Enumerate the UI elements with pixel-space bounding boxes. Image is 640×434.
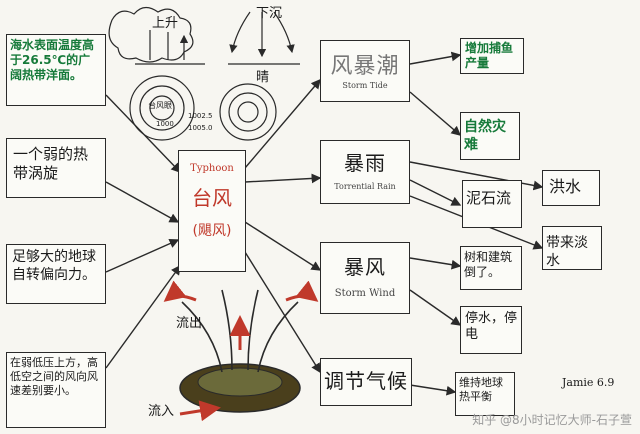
isobar-1000-label: 1000: [156, 120, 174, 128]
outflow-label: 流出: [176, 316, 203, 331]
signature: Jamie 6.9: [562, 376, 615, 389]
isobar-1002-label: 1002.5: [188, 112, 213, 120]
result-fish-catch: 增加捕鱼产量: [460, 38, 524, 74]
result-flood: 洪水: [542, 170, 600, 206]
torrential-rain-cn: 暴雨: [344, 151, 386, 175]
effect-storm-tide: 风暴潮 Storm Tide: [320, 40, 410, 102]
typhoon-center-box: Typhoon 台风 (飓风): [178, 150, 246, 272]
typhoon-eye-label: 台风眼: [148, 101, 172, 110]
effect-regulate-climate: 调节气候: [320, 358, 412, 406]
result-trees-buildings-fall: 树和建筑倒了。: [460, 246, 522, 290]
typhoon-column-icon: [163, 280, 319, 422]
cause-wind-shear: 在弱低压上方，高低空之间的风向风速差别要小。: [6, 352, 106, 428]
typhoon-en-label: Typhoon: [190, 163, 234, 174]
regulate-climate-cn: 调节气候: [324, 369, 408, 393]
result-mudslide: 泥石流: [462, 180, 522, 228]
inflow-label: 流入: [148, 404, 175, 419]
sunny-label: 晴: [256, 70, 270, 85]
result-fresh-water: 带来淡水: [542, 226, 602, 270]
effect-torrential-rain: 暴雨 Torrential Rain: [320, 140, 410, 204]
storm-wind-en: Storm Wind: [334, 288, 396, 299]
storm-wind-cn: 暴风: [344, 255, 386, 279]
sinking-air-icon: [228, 11, 300, 65]
isobar-circles-icon: [129, 75, 277, 141]
watermark: 知乎 @8小时记忆大师-石子萱: [472, 413, 632, 427]
storm-tide-cn: 风暴潮: [330, 54, 400, 79]
result-heat-balance: 维持地球热平衡: [455, 372, 515, 416]
storm-tide-en: Storm Tide: [342, 80, 388, 90]
effect-storm-wind: 暴风 Storm Wind: [320, 242, 410, 314]
rising-air-label: 上升: [152, 16, 179, 31]
sinking-air-label: 下沉: [256, 6, 283, 21]
cause-coriolis-force: 足够大的地球自转偏向力。: [6, 244, 106, 304]
cause-weak-vortex: 一个弱的热带涡旋: [6, 138, 106, 198]
typhoon-cn-label: 台风: [192, 185, 232, 210]
hurricane-label: (飓风): [192, 222, 232, 239]
cloud-sketch-icon: [108, 6, 205, 65]
cause-sea-temperature: 海水表面温度高于26.5℃的广阔热带洋面。: [6, 34, 106, 106]
result-natural-disaster: 自然灾难: [460, 112, 520, 160]
isobar-1005-label: 1005.0: [188, 124, 213, 132]
torrential-rain-en: Torrential Rain: [334, 182, 396, 191]
result-power-water-outage: 停水，停电: [460, 306, 522, 354]
